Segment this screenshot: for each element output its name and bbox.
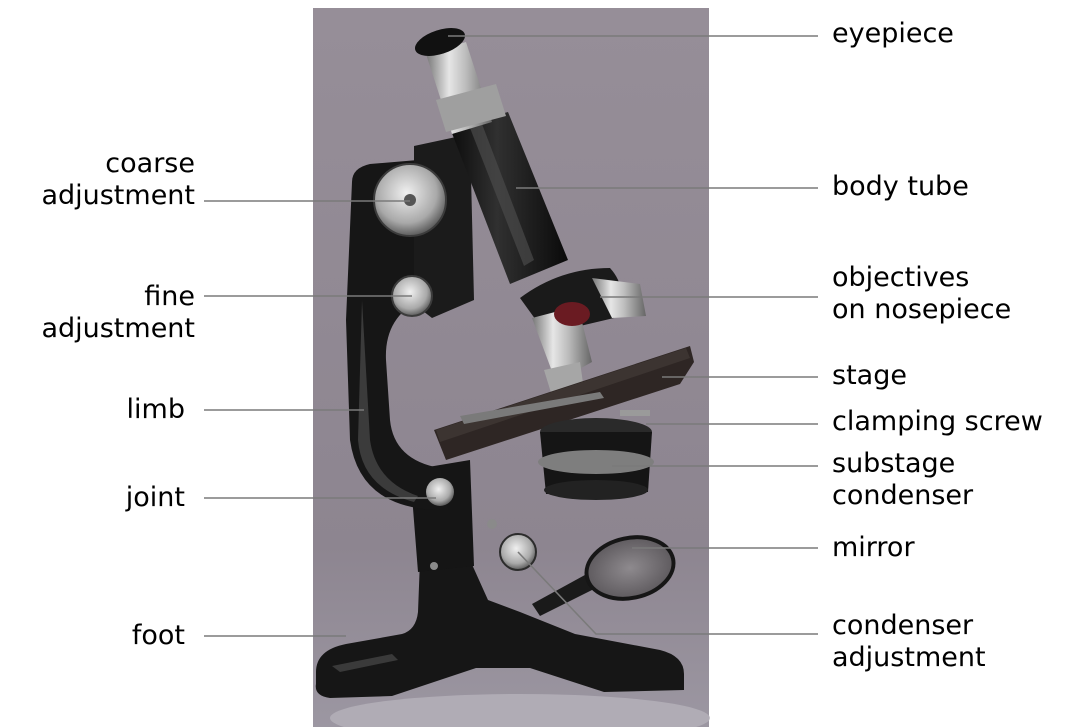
joint-knob [426,478,454,506]
label-fine-adjustment: fine adjustment [41,281,195,345]
label-substage-condenser-line2: condenser [832,480,973,512]
label-joint: joint [126,482,185,514]
condenser-ring [538,450,654,474]
label-clamping-screw: clamping screw [832,406,1043,438]
label-fine-adjustment-line1: fine [41,281,195,313]
label-substage-condenser: substage condenser [832,448,973,512]
label-eyepiece: eyepiece [832,18,954,50]
label-clamping-screw-line1: clamping screw [832,406,1043,438]
coarse-adjustment-knob-center [404,194,416,206]
pillar-screw [487,519,497,529]
label-body-tube: body tube [832,171,969,203]
clamping-screw [620,410,650,416]
label-condenser-adjustment-line2: adjustment [832,642,986,674]
label-condenser-adjustment-line1: condenser [832,610,986,642]
label-mirror-line1: mirror [832,532,915,564]
label-coarse-adjustment-line2: adjustment [41,180,195,212]
condenser-base [544,480,648,500]
label-foot-line1: foot [132,620,185,652]
label-coarse-adjustment: coarse adjustment [41,148,195,212]
label-fine-adjustment-line2: adjustment [41,313,195,345]
label-foot: foot [132,620,185,652]
label-limb: limb [127,394,185,426]
label-objectives: objectives on nosepiece [832,262,1011,326]
objective-red-lens [554,302,590,326]
label-stage: stage [832,360,907,392]
label-stage-line1: stage [832,360,907,392]
label-joint-line1: joint [126,482,185,514]
label-eyepiece-line1: eyepiece [832,18,954,50]
label-condenser-adjustment: condenser adjustment [832,610,986,674]
foot-screw [430,562,438,570]
label-objectives-line1: objectives [832,262,1011,294]
label-mirror: mirror [832,532,915,564]
label-coarse-adjustment-line1: coarse [41,148,195,180]
label-limb-line1: limb [127,394,185,426]
label-substage-condenser-line1: substage [832,448,973,480]
label-objectives-line2: on nosepiece [832,294,1011,326]
label-body-tube-line1: body tube [832,171,969,203]
